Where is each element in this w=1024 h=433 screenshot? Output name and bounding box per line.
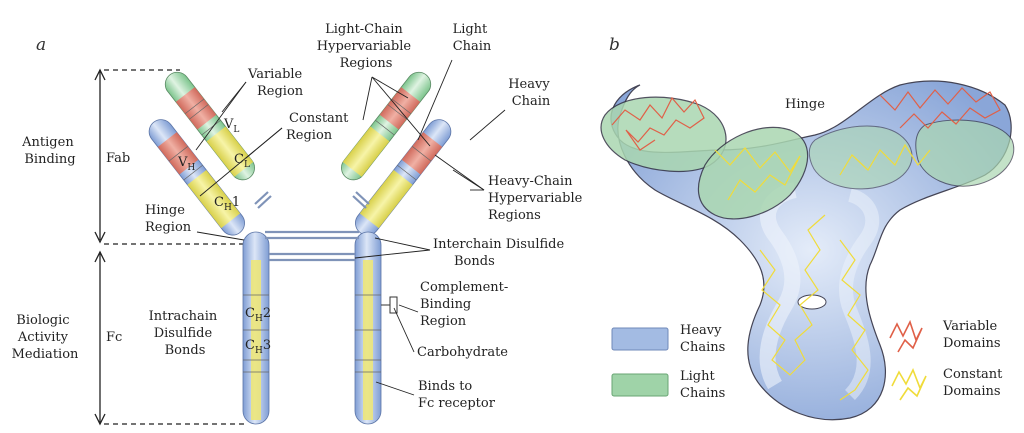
label-ch3: CH3 [245,338,271,356]
backbone-traces [611,87,1001,401]
hinge-region-label: Hinge Region [145,203,192,235]
antigen-binding-label: Antigen Binding [21,135,78,167]
legend-heavy-label: Heavy Chains [680,323,726,355]
label-ch1: CH1 [214,195,240,213]
legend-light-swatch [611,373,669,397]
left-fc-stem [242,231,270,425]
fc-label: Fc [106,330,122,345]
light-chain-label: Light Chain [453,22,492,54]
heavy-chain-hypervariable-label: Heavy-Chain Hypervariable Regions [488,174,586,223]
legend-variable-label: Variable Domains [942,319,1001,351]
interchain-disulfide-label: Interchain Disulfide Bonds [433,237,568,269]
right-heavy-arm [355,119,452,236]
disulfide-bonds [254,191,370,262]
heavy-chain-label: Heavy Chain [508,77,554,109]
legend-constant-label: Constant Domains [943,367,1007,399]
label-vh: VH [177,155,195,173]
fc-receptor-label: Binds to Fc receptor [418,379,496,411]
legend-heavy-swatch [611,327,669,351]
hinge-label: Hinge [785,97,825,112]
left-light-chain [164,71,255,181]
intrachain-disulfide-label: Intrachain Disulfide Bonds [149,309,222,358]
variable-region-label: Variable Region [247,67,306,99]
right-light-chain [341,71,432,181]
legend-light-label: Light Chains [680,369,725,401]
label-cl: CL [234,152,250,170]
region-brackets [94,68,245,426]
constant-domain-icon [891,368,927,401]
light-chain-hypervariable-label: Light-Chain Hypervariable Regions [317,22,415,71]
panel-b-letter: b [609,35,620,55]
right-fc-stem [354,231,382,425]
complement-binding-label: Complement- Binding Region [420,280,512,329]
constant-region-label: Constant Region [286,111,353,143]
biologic-activity-label: Biologic Activity Mediation [12,313,79,362]
panel-a-letter: a [36,35,46,55]
molecular-surface [600,80,1015,421]
variable-domain-icon [889,319,923,353]
left-heavy-arm [148,119,245,236]
legend: Heavy Chains Light Chains Variable Domai… [611,319,1007,401]
carbohydrate-marker [389,296,398,314]
carbohydrate-label: Carbohydrate [417,345,508,360]
fab-label: Fab [106,151,130,166]
leader-lines [195,59,506,396]
label-vl: VL [223,117,239,135]
label-ch2: CH2 [245,306,271,324]
